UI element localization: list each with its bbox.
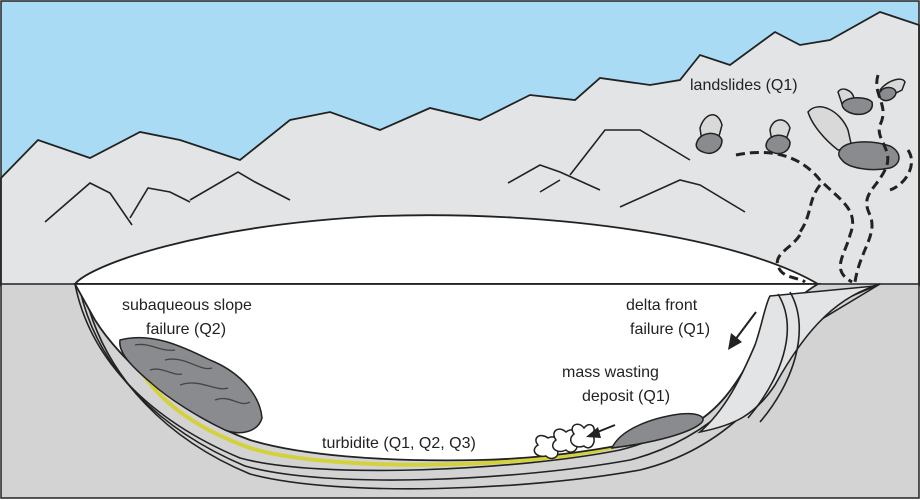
mass-wasting-deposit — [610, 412, 704, 449]
subaqueous-slide-deposit — [119, 336, 263, 434]
glacier — [73, 214, 822, 285]
landslide-block-2 — [765, 119, 791, 155]
landslide-blocks — [695, 78, 906, 171]
turbidite-swirls — [533, 423, 595, 460]
label-subaqueous-line2: failure (Q2) — [146, 321, 226, 338]
label-mass-wasting-line1: mass wasting — [562, 364, 659, 381]
turbidity-flow-arrow — [586, 424, 616, 438]
landslide-block-3 — [807, 106, 900, 171]
landslide-block-5 — [878, 78, 906, 102]
label-delta-line1: delta front — [626, 297, 698, 314]
label-landslides: landslides (Q1) — [690, 77, 798, 94]
delta-failure-arrow — [728, 311, 757, 350]
label-delta-line2: failure (Q1) — [630, 321, 710, 338]
mountain-range — [0, 11, 920, 286]
landslide-block-4 — [837, 88, 874, 116]
delta-front — [697, 285, 876, 434]
ridge-lines — [44, 129, 746, 226]
label-mass-wasting-line2: deposit (Q1) — [582, 388, 670, 405]
landslide-block-1 — [695, 114, 723, 154]
landslide-flow-paths — [735, 74, 914, 284]
label-turbidite: turbidite (Q1, Q2, Q3) — [322, 435, 476, 452]
label-subaqueous-line1: subaqueous slope — [122, 297, 252, 314]
